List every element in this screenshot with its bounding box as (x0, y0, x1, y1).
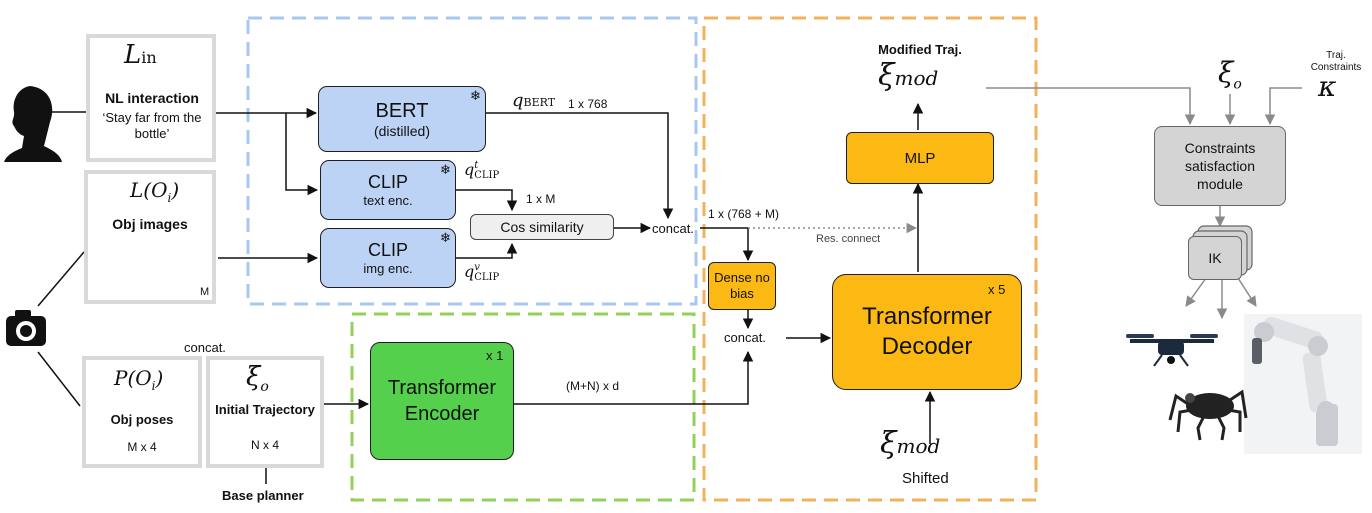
cos-dim-label: 1 x M (526, 192, 556, 206)
kappa-symbol: κ (1318, 70, 1337, 103)
drone-icon (1126, 334, 1218, 367)
shifted-label: Shifted (902, 470, 949, 487)
clip-text-title: CLIP (367, 172, 409, 192)
hexapod-robot-icon (1168, 389, 1248, 441)
dense-no-bias-block: Dense no bias (708, 262, 776, 310)
robot-arm-icon (1244, 314, 1362, 454)
bert-dim-label: 1 x 768 (568, 97, 608, 111)
traj-title: Initial Trajectory (215, 402, 315, 417)
bert-frozen-icon: ❄ (470, 88, 481, 103)
camera-icon (6, 310, 46, 346)
bert-q-label: qBERT (512, 90, 556, 111)
clip-text-frozen-icon: ❄ (440, 162, 451, 177)
ik-block: IK (1188, 236, 1242, 280)
bert-title: BERT (375, 99, 429, 122)
concat-top-label: concat. (184, 340, 226, 355)
bert-subtitle: (distilled) (373, 122, 430, 139)
person-silhouette-icon (4, 86, 62, 162)
nl-interaction-box (86, 34, 216, 162)
traj-constraints-label: Traj. Constraints (1310, 50, 1362, 73)
clip-img-block: CLIP img enc. (320, 228, 456, 288)
concat-dim-label: 1 x (768 + M) (708, 207, 780, 221)
mlp-block: MLP (846, 132, 994, 184)
clip-img-title: CLIP (367, 240, 409, 260)
obj-poses-symbol: P(Oi) (114, 366, 164, 393)
obj-images-box (84, 170, 216, 304)
xi-o-constraint: ξo (1218, 56, 1242, 93)
constraints-module-block: Constraints satisfaction module (1154, 126, 1286, 206)
clip-text-subtitle: text enc. (363, 193, 413, 208)
decoder-multiplier: x 5 (988, 282, 1006, 297)
modified-traj-title: Modified Traj. (878, 42, 962, 57)
nl-interaction-title: NL interaction (105, 90, 199, 106)
xi-mod-output: ξmod (878, 58, 939, 93)
base-planner-label: Base planner (222, 488, 304, 503)
encoder-dim-label: (M+N) x d (566, 379, 620, 393)
concat-label-1: concat. (652, 221, 694, 236)
transformer-decoder-block: Transformer Decoder (832, 274, 1022, 390)
bert-block: BERT (distilled) (318, 86, 486, 152)
obj-poses-title: Obj poses (110, 412, 174, 427)
cos-similarity-block: Cos similarity (470, 214, 614, 240)
obj-poses-dim: M x 4 (127, 440, 157, 454)
xi-mod-input: ξmod (880, 426, 941, 461)
clip-img-frozen-icon: ❄ (440, 230, 451, 245)
clip-img-subtitle: img enc. (363, 261, 413, 276)
traj-symbol: ξo (246, 362, 269, 396)
nl-interaction-text: ‘Stay far from the bottle’ (102, 110, 202, 141)
language-module-region (246, 16, 698, 306)
transformer-encoder-block: Transformer Encoder (370, 342, 514, 460)
res-connect-label: Res. connect (816, 233, 881, 245)
obj-images-symbol: L(Oi) (130, 178, 180, 205)
obj-images-count: M (200, 286, 210, 298)
decoder-region (702, 16, 1038, 502)
clip-text-block: CLIP text enc. (320, 160, 456, 220)
traj-dim: N x 4 (250, 438, 279, 452)
concat-label-2: concat. (724, 330, 766, 345)
encoder-multiplier: x 1 (486, 348, 504, 363)
initial-trajectory-box (206, 356, 324, 468)
lin-symbol: Lin (124, 40, 157, 70)
obj-images-title: Obj images (112, 216, 188, 232)
obj-poses-box (82, 356, 202, 468)
